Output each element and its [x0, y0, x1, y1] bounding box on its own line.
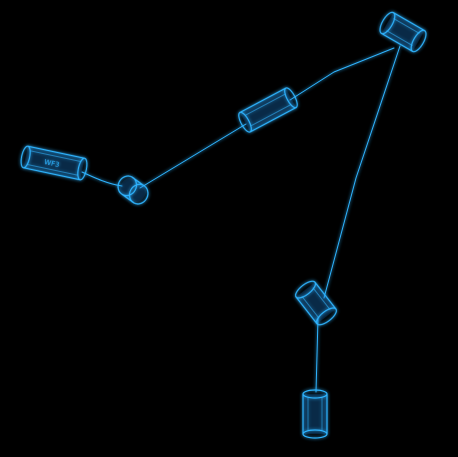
- wire-middle-to-topright: [289, 47, 395, 101]
- wire-joint-to-middle: [139, 123, 247, 189]
- cylinder-left-label: WF3: [43, 158, 60, 169]
- connection-wires: [81, 45, 401, 393]
- wire-topright-to-lowerright: [323, 45, 401, 299]
- cylinder-lower-right: [294, 280, 338, 326]
- wire-lowerright-to-bottom: [315, 317, 319, 393]
- cylinder-left: WF3: [20, 145, 88, 181]
- wire-left-to-joint: [81, 171, 123, 187]
- cylinder-joint: [117, 175, 149, 205]
- cylinder-bottom: [302, 389, 328, 439]
- cylinder-top-right: [379, 11, 427, 53]
- cylinder-middle: [238, 87, 298, 133]
